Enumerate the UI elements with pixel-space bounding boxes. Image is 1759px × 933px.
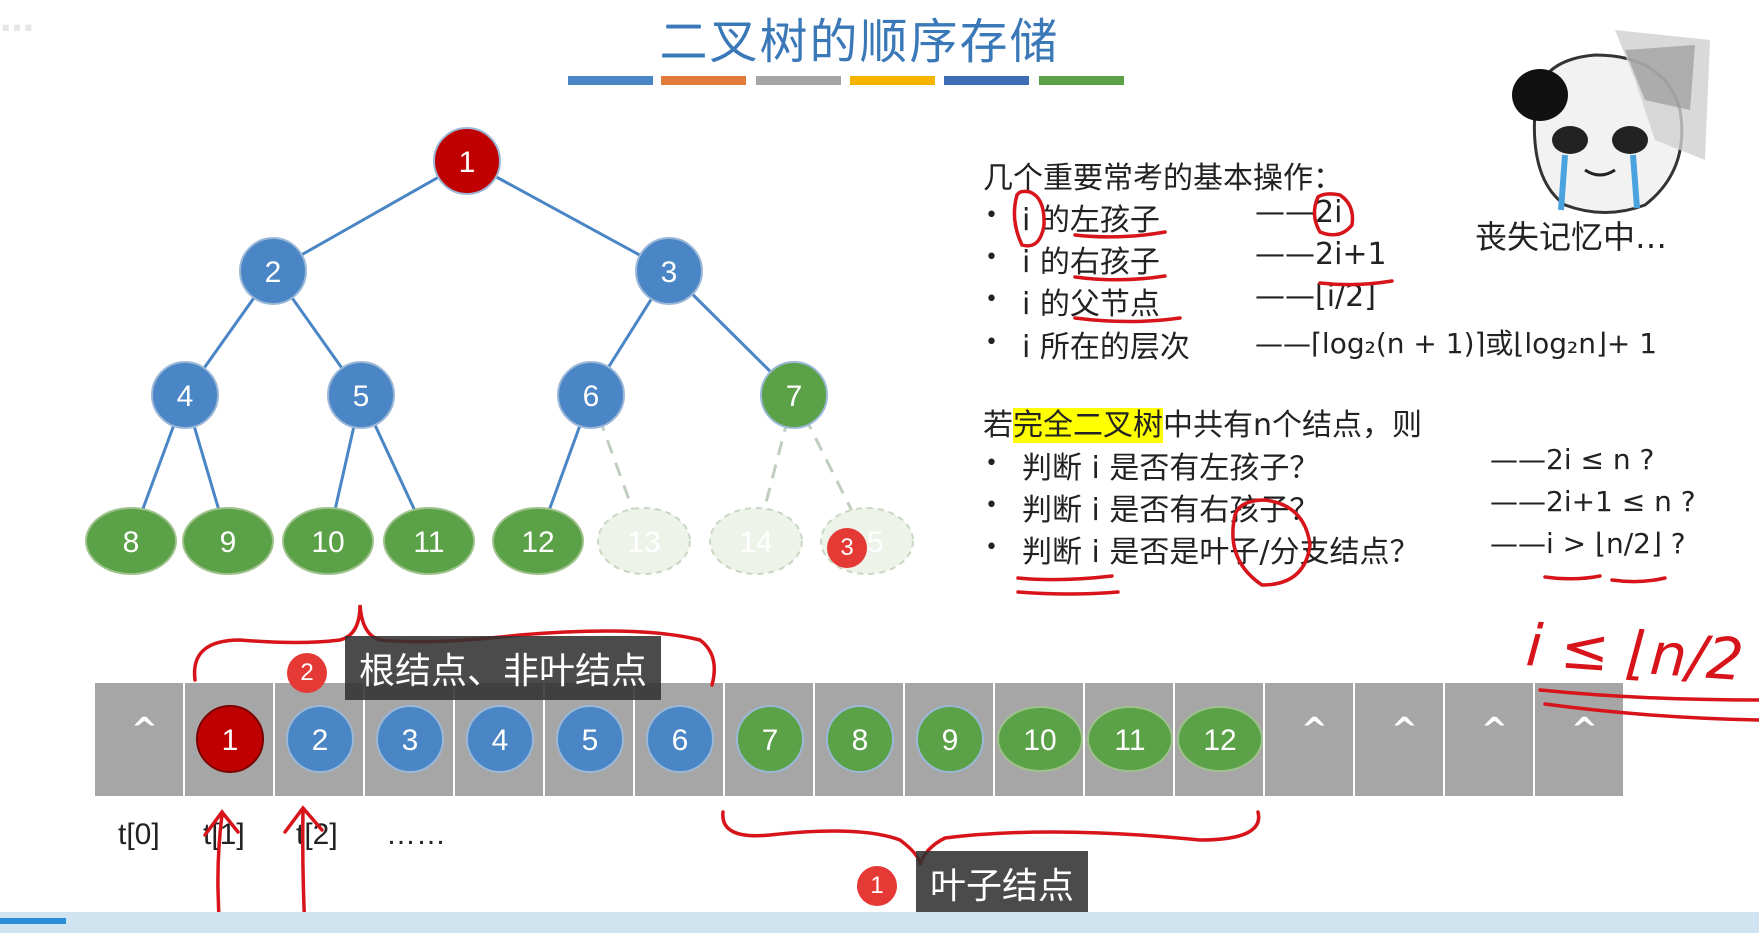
annotation-badge-2[interactable]: 2 [287, 653, 327, 693]
ink-underline-big-2 [1545, 704, 1759, 720]
video-progress-track[interactable] [0, 912, 1759, 933]
ink-handwriting-inequality: i ≤ ⌊n/2 [1524, 611, 1746, 694]
tooltip-leaf: 叶子结点 [916, 851, 1088, 915]
ink-underline-floor [1320, 281, 1392, 285]
ink-underline-result [1545, 576, 1600, 579]
tooltip-root-nonleaf: 根结点、非叶结点 [345, 636, 661, 700]
ink-underline-result-2 [1612, 578, 1665, 582]
annotation-badge-1[interactable]: 1 [857, 866, 897, 906]
ink-circle-2i [1314, 194, 1352, 235]
video-progress-fill[interactable] [0, 918, 66, 924]
ink-underline-right-child [1075, 276, 1165, 280]
ink-underline-left-child [1075, 232, 1165, 237]
annotation-badge-3[interactable]: 3 [827, 528, 867, 568]
ink-circle-i [1014, 191, 1044, 245]
ink-underline-judge-2 [1018, 592, 1118, 594]
ink-underline-judge-1 [1018, 576, 1112, 580]
ink-circle-leaf [1233, 500, 1310, 585]
ink-underline-parent [1075, 318, 1180, 322]
